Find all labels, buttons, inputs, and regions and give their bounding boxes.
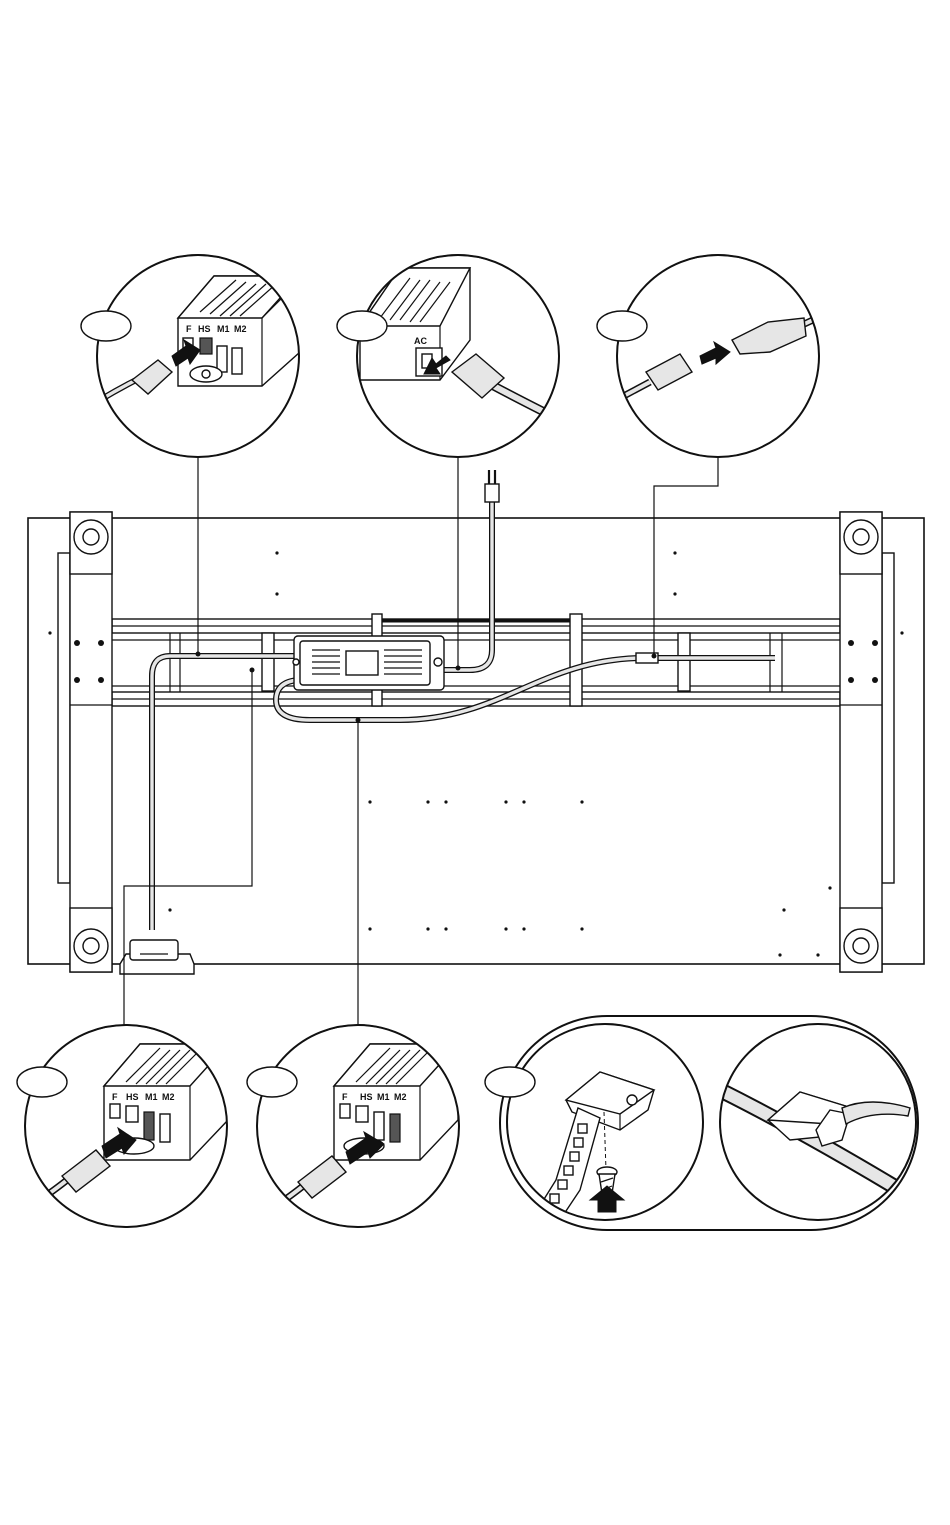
detail-cable-clip (485, 1016, 918, 1230)
cross-beam-upper (112, 619, 840, 633)
detail-inline-connector (597, 255, 830, 457)
detail-motor-port-1: F HS M1 M2 (17, 1025, 228, 1227)
power-plug-icon (485, 470, 499, 502)
svg-text:M1: M1 (377, 1092, 390, 1102)
control-box-icon (293, 636, 444, 690)
desk-underside (28, 457, 924, 1025)
detail-badge (597, 311, 647, 341)
detail-badge (17, 1067, 67, 1097)
detail-handset-port: F HS M1 M2 (81, 255, 300, 457)
detail-power-port: AC (337, 255, 560, 457)
svg-text:HS: HS (360, 1092, 373, 1102)
svg-text:F: F (112, 1092, 118, 1102)
svg-text:M2: M2 (162, 1092, 175, 1102)
svg-text:F: F (186, 324, 192, 334)
svg-text:AC: AC (414, 336, 427, 346)
cross-beam-lower (112, 692, 840, 706)
desktop-outline (28, 518, 924, 964)
svg-text:M1: M1 (145, 1092, 158, 1102)
detail-badge (485, 1067, 535, 1097)
svg-text:HS: HS (198, 324, 211, 334)
svg-text:F: F (342, 1092, 348, 1102)
svg-text:M2: M2 (234, 324, 247, 334)
svg-text:M2: M2 (394, 1092, 407, 1102)
svg-text:HS: HS (126, 1092, 139, 1102)
detail-motor-port-2: F HS M1 M2 (247, 1025, 459, 1227)
detail-badge (247, 1067, 297, 1097)
svg-text:M1: M1 (217, 324, 230, 334)
detail-badge (81, 311, 131, 341)
detail-badge (337, 311, 387, 341)
